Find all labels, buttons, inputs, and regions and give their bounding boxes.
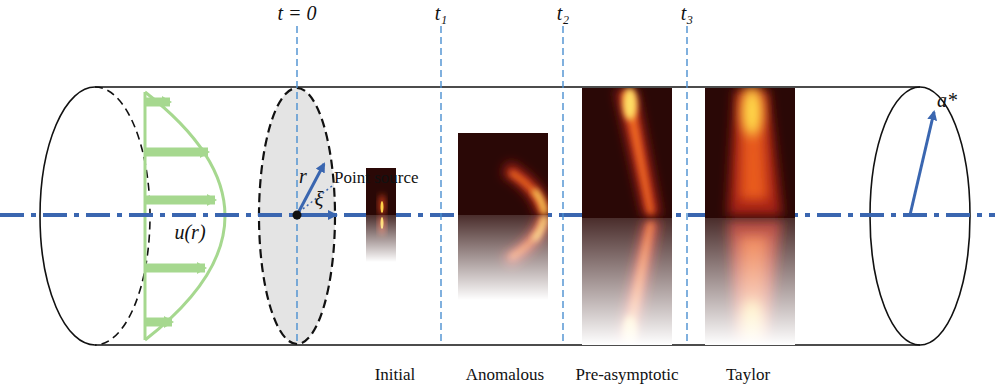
regime-label: Taylor (726, 366, 770, 385)
axial-coordinate-label: ξ (315, 188, 324, 210)
point-source-label: Point source (334, 169, 419, 188)
radius-label: r (299, 165, 307, 187)
velocity-label: u(r) (174, 221, 205, 243)
regime-label: Pre-asymptotic (576, 366, 679, 385)
time-label: t₂ (557, 2, 570, 24)
time-label: t = 0 (277, 2, 316, 24)
time-label: t₃ (681, 2, 694, 24)
pipe-radius-label: a* (937, 89, 957, 111)
regime-label: Initial (375, 366, 416, 385)
regime-label: Anomalous (466, 366, 544, 385)
time-label: t₁ (435, 2, 448, 24)
